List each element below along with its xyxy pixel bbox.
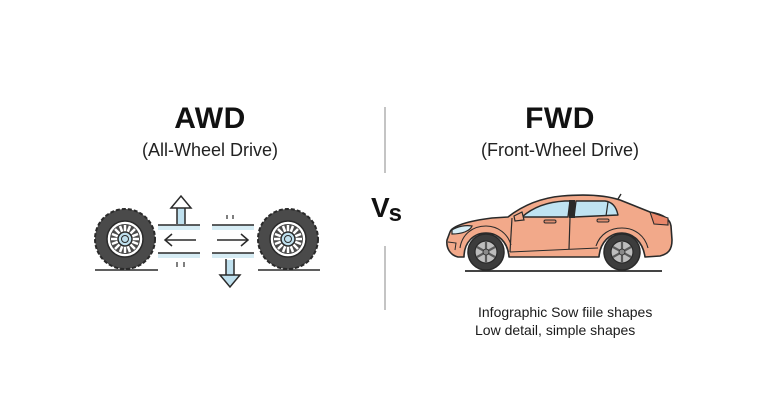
awd-subtitle: (All-Wheel Drive) [141, 140, 278, 160]
awd-title: AWD [174, 102, 246, 135]
arrow-right-icon [217, 233, 250, 247]
caption-line-2: Low detail, simple shapes [475, 322, 636, 338]
front-wheel-icon [467, 233, 505, 271]
taillight-icon [649, 211, 669, 226]
door-handle-front [543, 219, 557, 224]
arrow-down-icon [218, 259, 242, 289]
car-windows-icon [521, 200, 619, 218]
arrow-left-icon [163, 233, 196, 247]
rear-wheel-icon [603, 233, 641, 271]
left-wheel-icon [94, 208, 156, 270]
arrow-up-icon [169, 194, 193, 224]
divider-top [384, 107, 386, 173]
vs-label: Vs [366, 192, 406, 227]
divider-bottom [384, 246, 386, 310]
fwd-illustration [440, 190, 680, 280]
awd-illustration [90, 190, 330, 295]
fwd-subtitle: (Front-Wheel Drive) [480, 140, 640, 160]
headlight-icon [451, 225, 473, 235]
fwd-title: FWD [525, 102, 595, 135]
door-handle-rear [596, 218, 610, 223]
power-bands-icon [158, 224, 254, 258]
vs-v: V [370, 192, 390, 223]
caption-line-1: Infographic Sow fiile shapes [478, 304, 653, 320]
right-wheel-icon [257, 208, 319, 270]
mirror-icon [513, 211, 525, 222]
vs-s: s [388, 200, 402, 227]
